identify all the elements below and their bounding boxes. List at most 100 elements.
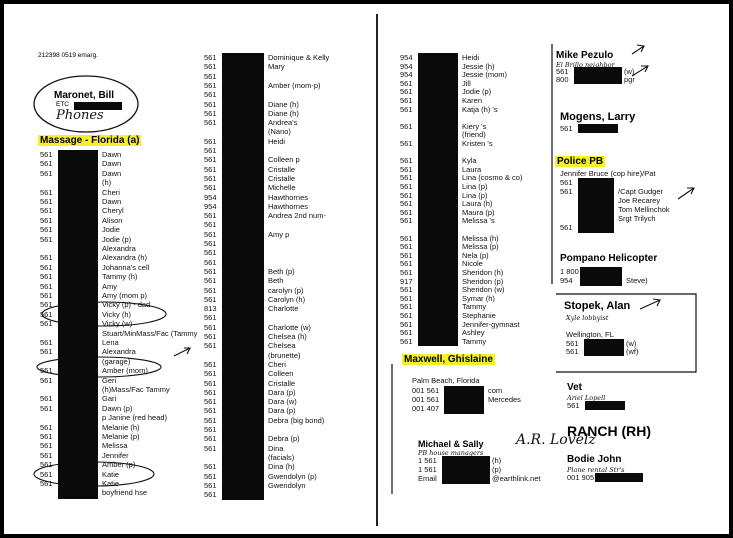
redaction [58,403,98,415]
entry-name: Jessie (h) [462,61,495,71]
entry-name: Kristen 's [462,139,493,148]
contact-entry [400,225,458,235]
entry-area-code: 561 [204,332,217,341]
redaction [444,386,484,396]
entry-area-code: 561 [204,490,217,500]
redaction [222,276,264,287]
stopek-name: Stopek, Alan [564,300,631,312]
redaction [222,127,264,138]
entry-name: com [488,386,503,395]
entry-area-code: 561 [204,155,217,165]
pezulo-sub: El Brillo neighbor [556,61,615,69]
redaction [222,71,264,82]
redaction [58,450,98,462]
redaction [58,159,98,170]
entry-area-code: 561 [204,387,217,397]
entry-name: Dawn [102,159,122,169]
redaction [222,155,264,166]
redaction [574,75,622,84]
entry-name: (h) [492,456,502,465]
contact-entry: 561 [204,71,264,82]
contact-entry: 561(w) [556,67,634,76]
redaction [58,244,98,255]
entry-area-code: 561 [400,190,413,200]
entry-name: Charlotte [268,304,299,314]
entry-name: (w) [626,339,637,348]
entry-area-code: 561 [40,253,53,263]
entry-name: (brunette) [268,350,301,360]
redaction [58,356,98,368]
entry-name: Chelsea [268,341,296,351]
stopek-lines: 561(w)561(wf) [566,339,686,360]
entry-area-code: 917 [400,276,413,286]
contact-entry: 561 [204,239,264,250]
redaction [58,460,98,471]
redaction [222,425,264,436]
redaction [578,187,614,197]
entry-name: Jill [462,78,471,88]
entry-name: Alexandra [102,244,136,253]
entry-name: Dara (p) [268,406,296,416]
redaction [58,225,98,236]
redaction [222,220,264,231]
redaction [222,443,264,454]
entry-name: Dina [268,443,284,453]
entry-area-code: 561 [204,108,217,118]
entry-name: Dawn [102,150,122,159]
entry-area-code: 954 [204,201,217,211]
contact-entry [400,147,458,158]
entry-area-code: 561 [204,434,217,444]
entry-name: Hawthornes [268,201,309,211]
entry-name: Charlotte (w) [268,322,311,332]
entry-area-code: 561 [204,341,217,351]
redaction [58,272,98,283]
redaction [222,229,264,240]
entry-name: (friend) [462,130,486,140]
entry-area-code: 561 [400,173,413,183]
entry-area-code: 561 [40,281,53,291]
entry-name: Cristalle [268,164,296,174]
entry-area-code: 561 [204,80,217,90]
entry-area-code: 813 [204,304,217,314]
redaction [418,233,458,244]
redaction [222,248,264,259]
entry-name: Gwendolyn (p) [268,471,317,481]
redaction [222,313,264,324]
redaction [418,207,458,218]
contact-entry: 561 [567,401,625,410]
entry-name: Cheri [268,359,286,369]
entry-area-code: 561 [204,415,217,425]
contact-entry: 561(w) [566,339,636,348]
redaction [418,199,458,209]
redaction [418,87,458,97]
entry-area-code: 561 [40,206,53,216]
entry-name: Melissa 's [462,216,495,226]
entry-area-code: 561 [400,250,413,260]
redaction [58,168,98,180]
entry-area-code: 561 [204,276,217,286]
entry-name: Colleen p [268,155,300,165]
entry-area-code: 561 [204,53,217,62]
pompano-name: Pompano Helicopter [560,253,658,264]
redaction [578,196,614,206]
redaction [222,415,264,426]
contact-entry: Email@earthlink.net [418,474,540,484]
maxwell-address: Palm Beach, Florida [412,376,480,385]
redaction [58,422,98,433]
entry-area-code: 561 [560,124,573,133]
redaction [580,276,622,286]
entry-name: Jennifer-gymnast [462,319,520,329]
entry-area-code: 561 [204,285,217,295]
entry-area-code: 561 [204,257,217,267]
redaction [418,319,458,330]
